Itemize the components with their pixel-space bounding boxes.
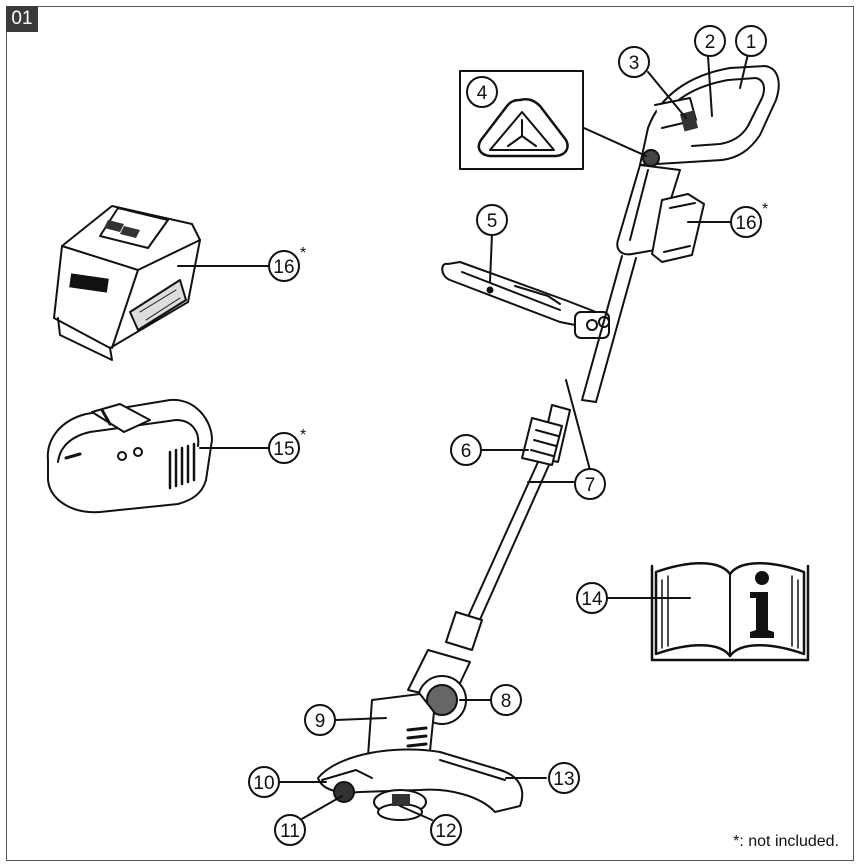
figure-frame	[6, 6, 854, 861]
upper-body-drawing	[616, 149, 705, 263]
callout-12-label: 12	[435, 821, 456, 842]
callout-5: 5	[476, 204, 508, 236]
head-drawing	[317, 649, 524, 821]
callout-3-label: 3	[629, 53, 640, 74]
callout-15-star: *	[300, 427, 306, 444]
callout-13: 13	[548, 762, 580, 794]
leader-lines	[177, 53, 749, 821]
callout-11: 11	[274, 814, 306, 846]
callout-4-label: 4	[477, 83, 488, 104]
callout-15: 15 *	[268, 427, 306, 464]
callout-8-label: 8	[501, 691, 512, 712]
callout-13-label: 13	[553, 769, 574, 790]
callout-8: 8	[490, 684, 522, 716]
callout-2: 2	[694, 25, 726, 57]
callout-16b-star: *	[762, 201, 768, 218]
callouts: 1 2 3 4 5 6 7 8 9 10 11 12 13 14 15 * 16 *…	[248, 25, 768, 846]
callout-15-label: 15	[273, 439, 294, 460]
callout-16b-label: 16	[735, 213, 756, 234]
callout-14: 14	[576, 582, 608, 614]
callout-5-label: 5	[487, 211, 498, 232]
charger-drawing	[46, 398, 213, 514]
callout-14-label: 14	[581, 589, 603, 610]
callout-7-label: 7	[585, 475, 596, 496]
callout-9-label: 9	[315, 711, 326, 732]
callout-16-label: 16	[273, 257, 294, 278]
callout-16-inserted: 16 *	[730, 201, 768, 238]
callout-10: 10	[248, 766, 280, 798]
callout-9: 9	[304, 704, 336, 736]
callout-1-label: 1	[746, 32, 757, 53]
callout-7: 7	[574, 468, 606, 500]
callout-16-star: *	[300, 245, 306, 262]
battery-pack-drawing	[53, 205, 201, 361]
callout-16-battery: 16 *	[268, 245, 306, 282]
shaft-drawing	[445, 255, 637, 651]
callout-12: 12	[430, 814, 462, 846]
figure-number: 01	[6, 6, 38, 32]
callout-11-label: 11	[280, 821, 300, 842]
callout-1: 1	[735, 25, 767, 57]
safety-triangle-icon	[477, 98, 569, 158]
callout-4: 4	[466, 76, 498, 108]
callout-6: 6	[450, 434, 482, 466]
info-book-icon	[650, 562, 810, 662]
callout-6-label: 6	[461, 441, 472, 462]
callout-3: 3	[618, 46, 650, 78]
footnote-not-included: *: not included.	[733, 833, 839, 850]
callout-10-label: 10	[253, 773, 274, 794]
rear-handle-drawing	[639, 65, 780, 166]
callout-2-label: 2	[705, 32, 716, 53]
aux-handle-drawing	[441, 261, 610, 339]
